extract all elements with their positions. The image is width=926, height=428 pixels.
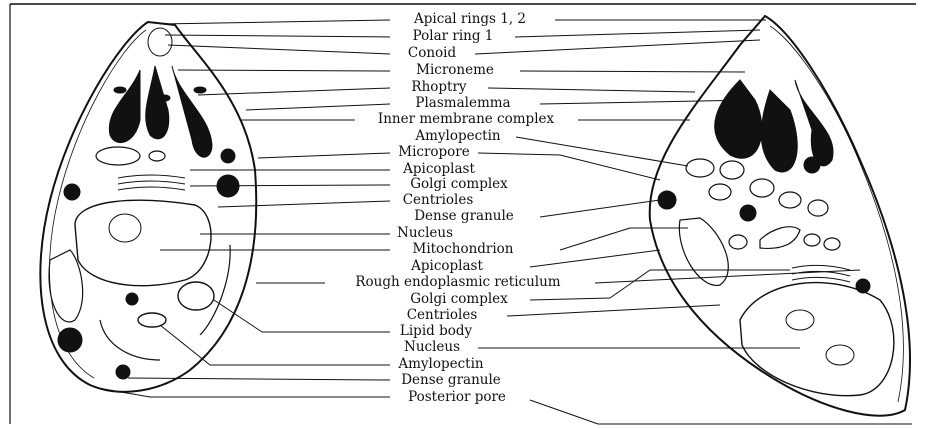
right-nucleolus-2	[826, 345, 854, 365]
label-rough-er: Rough endoplasmic reticulum	[353, 275, 562, 290]
label-nucleus-2: Nucleus	[402, 340, 462, 355]
right-cell	[650, 16, 910, 416]
right-nucleolus	[786, 310, 814, 330]
left-inner-membrane	[50, 30, 146, 378]
left-er-2	[100, 320, 160, 360]
label-dense-granule-1: Dense granule	[412, 209, 516, 224]
right-amylopectin-5	[779, 192, 801, 208]
left-nucleus	[75, 200, 211, 286]
right-amylopectin-1	[686, 159, 714, 177]
right-amylopectin-9	[824, 238, 840, 250]
label-apical-rings: Apical rings 1, 2	[412, 12, 528, 27]
label-inner-membrane-complex: Inner membrane complex	[376, 112, 556, 127]
left-microneme-1	[114, 87, 126, 93]
label-microneme: Microneme	[414, 63, 496, 78]
right-dense-granule-2	[740, 205, 756, 221]
left-amylopectin-bottom	[138, 313, 166, 327]
left-rhoptry-3	[172, 66, 212, 157]
left-rhoptry-2	[146, 66, 169, 139]
left-dense-granule-6	[116, 365, 130, 379]
right-amylopectin-7	[729, 235, 747, 249]
label-amylopectin-1: Amylopectin	[413, 129, 502, 144]
label-dense-granule-2: Dense granule	[399, 373, 503, 388]
left-dense-granule-1	[221, 149, 235, 163]
left-er-1	[200, 245, 230, 335]
left-amylopectin-top	[96, 147, 140, 165]
right-amylopectin-6	[808, 200, 828, 216]
label-centrioles-2: Centrioles	[405, 308, 480, 323]
right-amylopectin-3	[709, 184, 731, 200]
label-golgi-complex-1: Golgi complex	[408, 177, 510, 192]
label-lipid-body: Lipid body	[398, 324, 474, 339]
left-rhoptry-1	[109, 70, 140, 143]
left-mitochondrion	[49, 250, 83, 322]
right-rhoptry-2	[761, 90, 797, 172]
label-plasmalemma: Plasmalemma	[413, 96, 512, 111]
left-golgi-1	[118, 175, 185, 178]
label-conoid: Conoid	[406, 46, 458, 61]
label-rhoptry: Rhoptry	[409, 80, 468, 95]
label-apicoplast-1: Apicoplast	[401, 162, 477, 177]
right-cell-outline	[650, 16, 910, 416]
left-lipid-body	[178, 282, 214, 310]
right-amylopectin-2	[720, 161, 744, 179]
left-dense-granule-4	[126, 293, 138, 305]
leader-lines	[98, 20, 390, 397]
right-golgi-3	[792, 277, 850, 282]
left-nucleolus	[109, 214, 141, 242]
right-amylopectin-4	[750, 179, 774, 197]
left-microneme-2	[194, 87, 206, 93]
left-golgi-3	[118, 187, 185, 190]
left-microneme-3	[160, 95, 170, 101]
label-micropore: Micropore	[396, 145, 472, 160]
right-mito-2	[760, 227, 800, 249]
right-amylopectin-8	[804, 234, 820, 246]
right-rhoptry-1	[715, 80, 762, 158]
label-nucleus-1: Nucleus	[395, 226, 455, 241]
label-amylopectin-2: Amylopectin	[396, 357, 485, 372]
right-dense-granule-4	[804, 157, 820, 173]
left-golgi-2	[118, 181, 185, 184]
left-dense-granule-3	[64, 184, 80, 200]
right-golgi-1	[792, 265, 850, 270]
left-conoid	[148, 28, 172, 56]
label-centrioles-1: Centrioles	[401, 193, 476, 208]
label-posterior-pore: Posterior pore	[406, 390, 508, 405]
label-apicoplast-2: Apicoplast	[409, 259, 485, 274]
left-dense-granule-5	[58, 328, 82, 352]
label-polar-ring: Polar ring 1	[411, 29, 496, 44]
right-nucleus	[740, 283, 894, 396]
right-dense-granule-1	[658, 191, 676, 209]
left-vesicle	[149, 151, 165, 161]
label-golgi-complex-2: Golgi complex	[408, 292, 510, 307]
label-mitochondrion: Mitochondrion	[410, 242, 515, 257]
